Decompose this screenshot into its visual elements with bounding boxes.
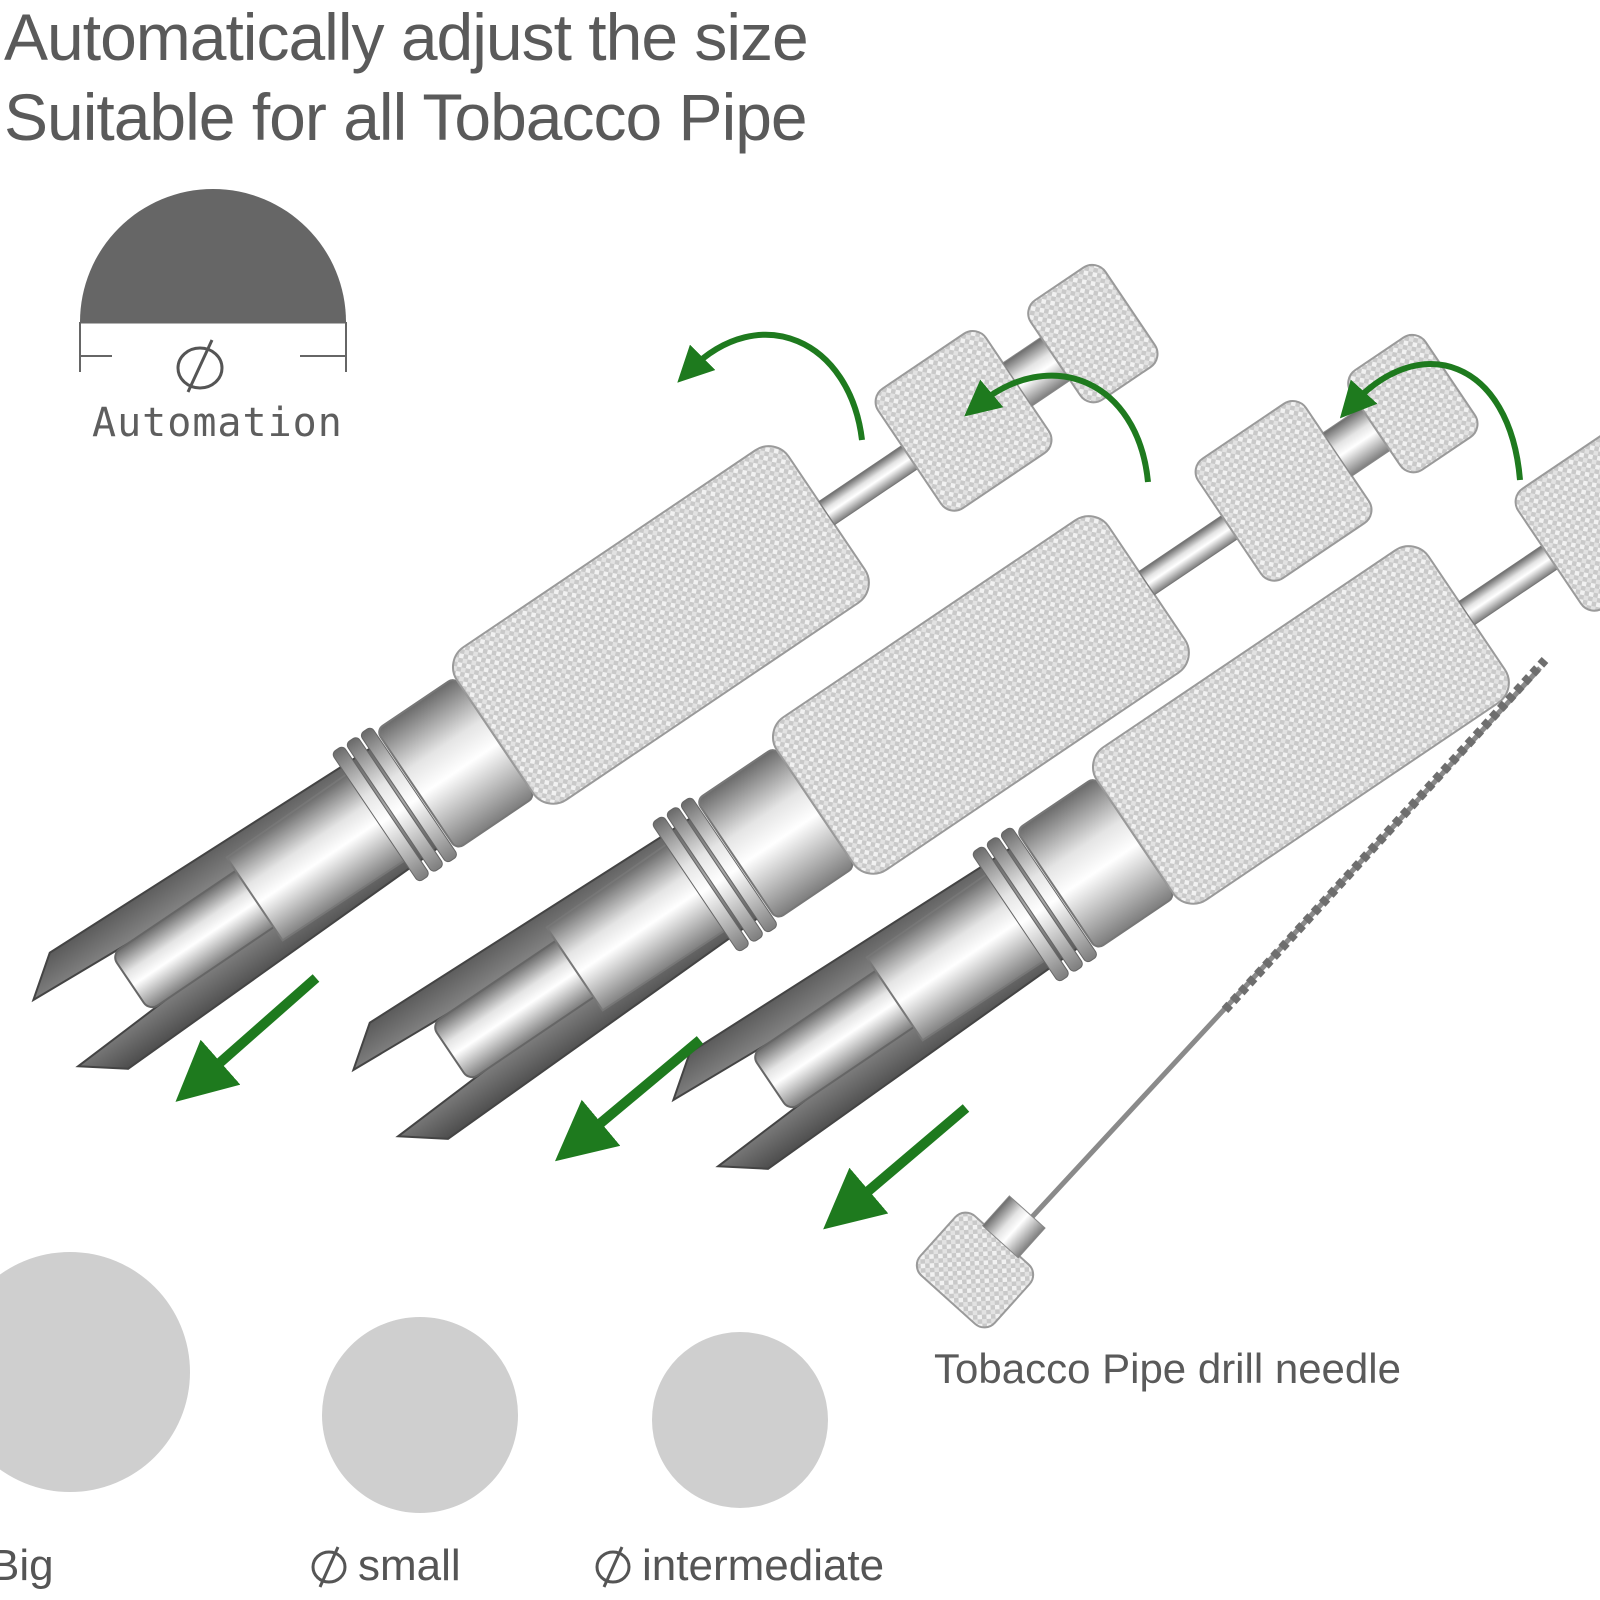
size-label-small-text: small	[358, 1541, 461, 1590]
diameter-dimension	[79, 322, 347, 372]
size-label-intermediate: intermediate	[590, 1541, 884, 1591]
drill-needle-caption: Tobacco Pipe drill needle	[934, 1345, 1401, 1392]
size-label-big: Big	[0, 1541, 54, 1591]
size-label-big-text: Big	[0, 1541, 54, 1590]
headline-line-2: Suitable for all Tobacco Pipe	[4, 80, 808, 154]
rotate-arrow-icon	[677, 331, 1523, 483]
size-swatch-intermediate	[652, 1332, 828, 1508]
diameter-symbol-icon	[311, 1546, 347, 1588]
diameter-symbol-icon	[176, 339, 224, 393]
size-swatch-small	[322, 1317, 518, 1513]
push-arrow-icon	[175, 974, 970, 1230]
size-label-intermediate-text: intermediate	[642, 1541, 885, 1590]
size-label-small: small	[306, 1541, 461, 1591]
headline-line-1: Automatically adjust the size	[4, 0, 809, 74]
diameter-symbol-icon	[595, 1546, 631, 1588]
drill-needle	[915, 656, 1549, 1329]
size-swatch-big	[0, 1252, 190, 1492]
automation-label: Automation	[92, 400, 343, 446]
semicircle-diagram	[80, 189, 346, 322]
